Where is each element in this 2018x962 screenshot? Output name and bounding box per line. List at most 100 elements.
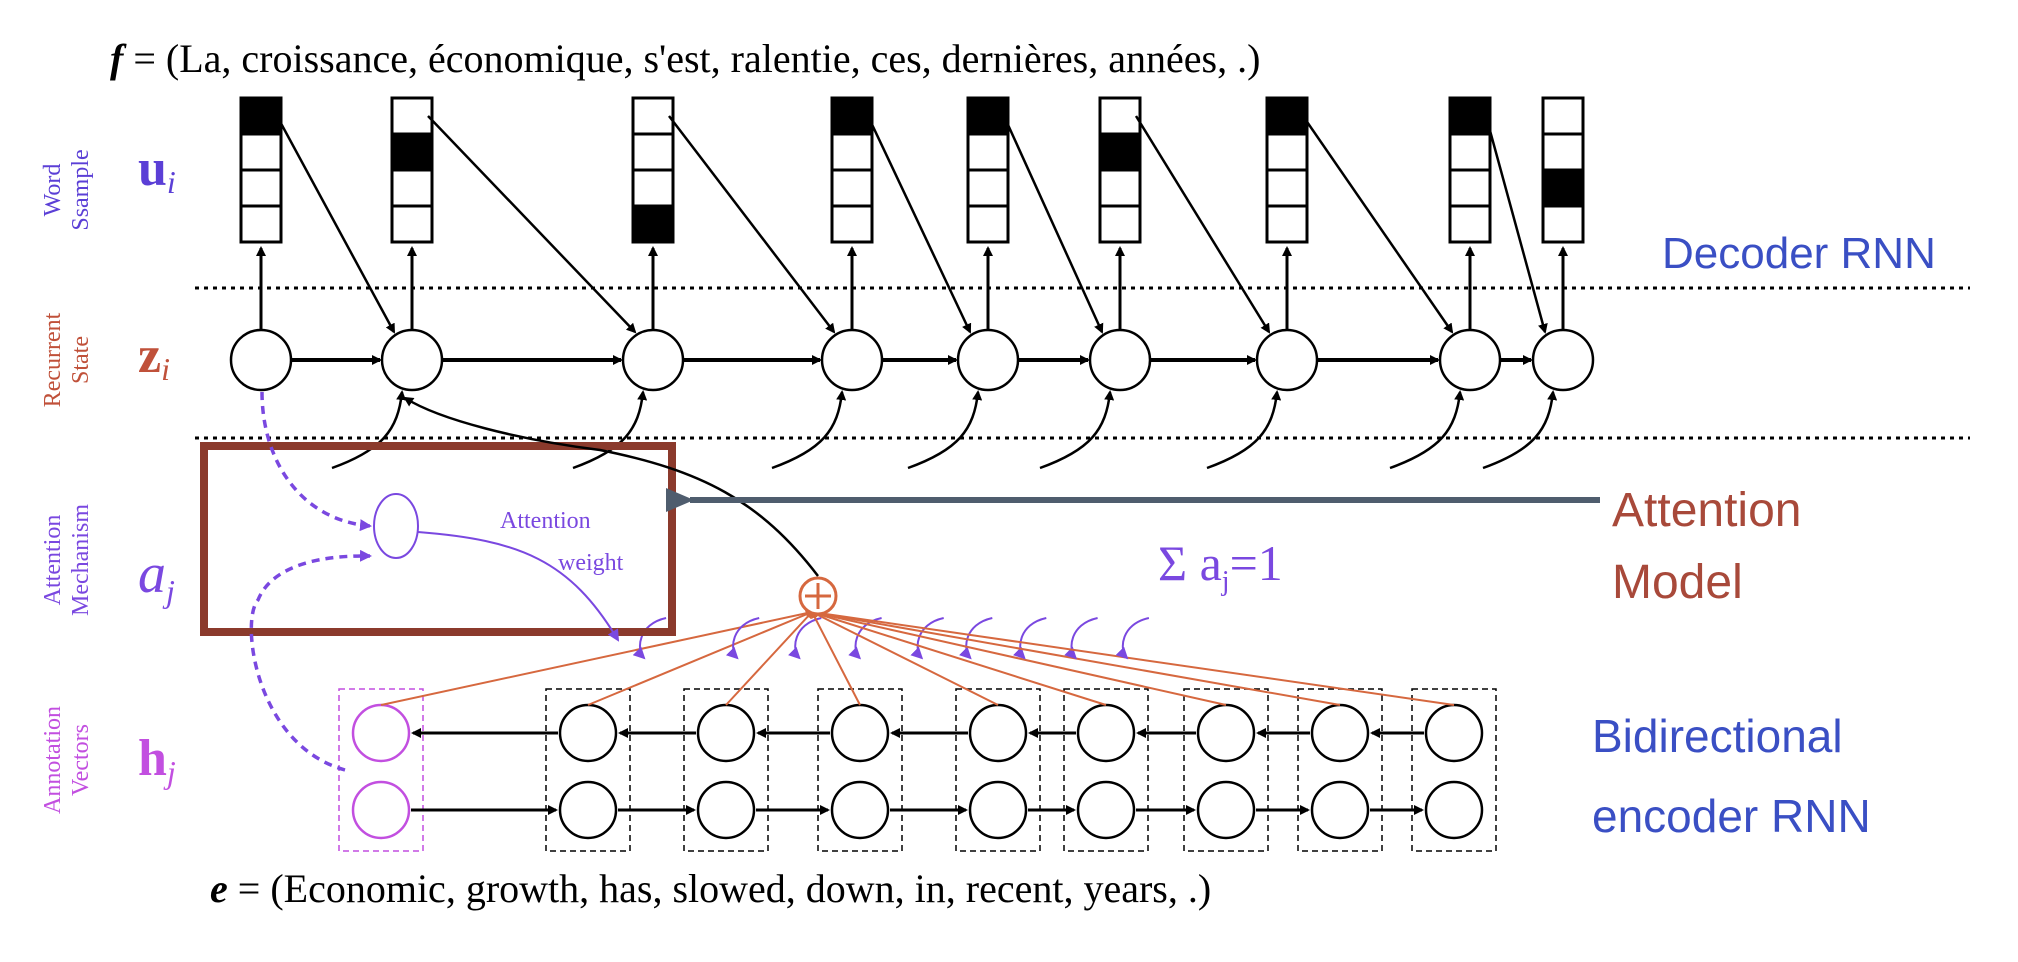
symbol-z-i: zi	[138, 327, 170, 387]
annotation-vector-box	[683, 688, 769, 852]
word-sample-cell	[1448, 168, 1492, 208]
attention-weight-arrow	[417, 531, 620, 642]
word-sample-cell	[966, 96, 1010, 136]
encoder-node	[1196, 780, 1256, 840]
annotation-vector-box	[955, 688, 1041, 852]
annotation-vector-box	[338, 688, 424, 852]
attention-weight-hook	[632, 617, 667, 660]
decoder-rnn-label: Decoder RNN	[1662, 229, 1936, 278]
encoder-node	[830, 780, 890, 840]
encoder-label-2: encoder RNN	[1592, 790, 1871, 842]
word-sample-cell	[830, 96, 874, 136]
encoder-node	[1310, 703, 1370, 763]
feedback-arrow	[668, 115, 836, 334]
encoder-node	[1424, 703, 1484, 763]
word-sample-cell	[239, 168, 283, 208]
french-sentence: f = (La, croissance, économique, s'est, …	[110, 36, 1260, 81]
encoder-node	[558, 703, 618, 763]
annotation-vector-box	[1411, 688, 1497, 852]
sum-constraint: Σ aj=1	[1158, 535, 1283, 597]
row-label-annotation-2: Vectors	[68, 724, 94, 796]
attention-weight-label-1: Attention	[500, 508, 591, 534]
english-sentence: e = (Economic, growth, has, slowed, down…	[210, 866, 1211, 911]
encoder-node	[968, 780, 1028, 840]
encoder-node	[830, 703, 890, 763]
attention-weight-hook	[1115, 617, 1150, 660]
feedback-arrow	[1002, 115, 1104, 334]
encoder-node	[696, 703, 756, 763]
word-sample-cell	[830, 204, 874, 244]
word-sample-cell	[966, 204, 1010, 244]
word-sample-cell	[1448, 204, 1492, 244]
context-input-arrow	[1039, 390, 1115, 470]
attention-weight-label-2: weight	[558, 550, 624, 576]
french-sentence-var: f	[110, 36, 127, 81]
word-sample-cell	[631, 96, 675, 136]
row-label-recurrent-2: State	[68, 336, 94, 384]
attention-weight-hook	[725, 617, 760, 660]
annotation-to-sum-line	[380, 609, 814, 706]
decoder-state-node	[380, 328, 444, 392]
attention-weight-hook	[910, 617, 944, 660]
annotation-to-sum-line	[810, 611, 999, 706]
word-sample-cell	[1541, 168, 1585, 208]
annotation-to-sum-line	[810, 609, 1341, 706]
annotation-vector-box	[545, 688, 631, 852]
word-sample-cell	[1098, 168, 1142, 208]
decoder-state-node	[621, 328, 685, 392]
word-sample-cell	[1448, 96, 1492, 136]
annotation-to-attention-arrow	[249, 549, 372, 772]
french-sentence-text: = (La, croissance, économique, s'est, ra…	[123, 36, 1260, 81]
word-sample-cell	[390, 204, 434, 244]
decoder-state-node	[820, 328, 884, 392]
context-input-arrow	[907, 390, 983, 470]
attention-weight-hook	[1012, 617, 1047, 660]
word-sample-cell	[390, 96, 434, 136]
word-sample-cell	[1541, 96, 1585, 136]
word-sample-cell	[1265, 96, 1309, 136]
encoder-layer	[338, 688, 1497, 852]
encoder-node	[1310, 780, 1370, 840]
english-sentence-var: e	[210, 866, 228, 911]
context-input-arrow	[771, 390, 847, 470]
word-sample-cell	[631, 132, 675, 172]
context-input-arrow	[572, 390, 648, 470]
word-sample-cell	[631, 204, 675, 244]
word-sample-cell	[1098, 132, 1142, 172]
encoder-node	[1424, 780, 1484, 840]
attention-weight-hook	[958, 617, 993, 660]
context-to-decoder-arrow	[403, 396, 819, 577]
attention-model-label-1: Attention	[1612, 484, 1801, 537]
decoder-layer	[229, 96, 1595, 470]
annotation-vector-box	[1183, 688, 1269, 852]
row-label-attention-1: Attention	[40, 515, 66, 606]
feedback-arrow	[275, 115, 396, 334]
word-sample-cell	[1265, 204, 1309, 244]
annotation-to-sum-line	[810, 609, 1107, 706]
word-sample-cell	[1541, 204, 1585, 244]
attention-node	[373, 493, 419, 559]
word-sample-cell	[1098, 204, 1142, 244]
encoder-node	[696, 780, 756, 840]
attention-weight-hook	[787, 617, 822, 660]
context-input-arrow	[1482, 390, 1558, 470]
word-sample-cell	[390, 168, 434, 208]
context-input-arrow	[1206, 390, 1282, 470]
english-sentence-text: = (Economic, growth, has, slowed, down, …	[228, 866, 1211, 911]
word-sample-cell	[1541, 132, 1585, 172]
encoder-node	[968, 703, 1028, 763]
word-sample-cell	[239, 96, 283, 136]
attention-lines	[380, 608, 1455, 706]
context-input-arrow	[331, 390, 407, 470]
encoder-node	[558, 780, 618, 840]
encoder-node	[1196, 703, 1256, 763]
annotation-vector-box	[817, 688, 903, 852]
row-label-word-sample-2: Ssample	[68, 149, 94, 230]
annotation-to-sum-line	[811, 610, 861, 706]
symbol-h-j: hj	[138, 730, 176, 790]
decoder-state-node	[229, 328, 293, 392]
feedback-arrow	[427, 115, 637, 334]
word-sample-cell	[830, 168, 874, 208]
